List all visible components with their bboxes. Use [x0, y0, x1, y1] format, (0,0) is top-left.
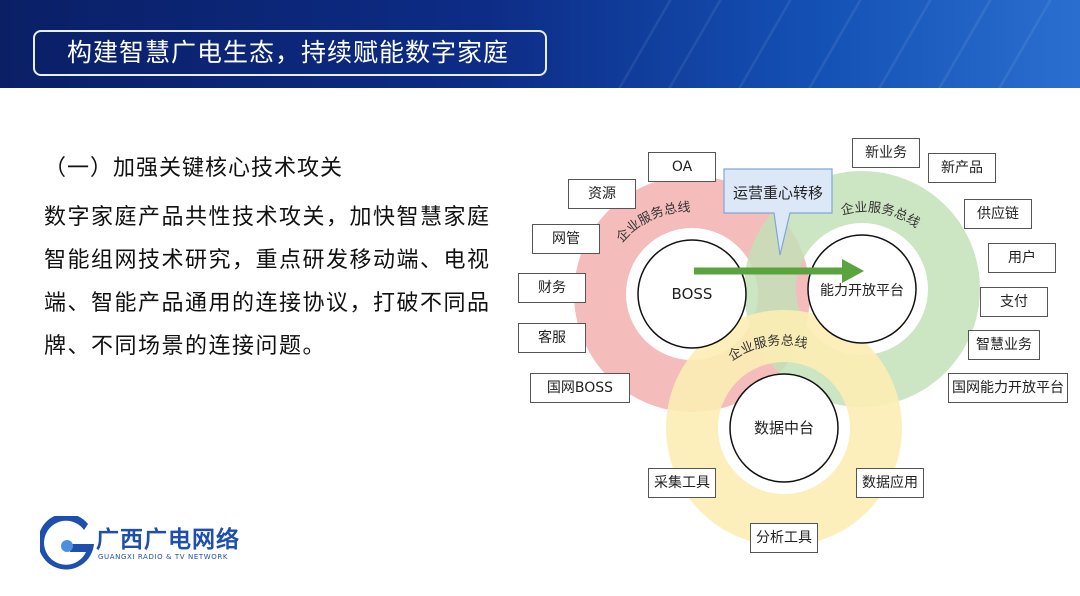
- header-band: 构建智慧广电生态，持续赋能数字家庭: [0, 0, 1080, 88]
- item-payment: 支付: [980, 287, 1048, 317]
- circle-data: [729, 373, 839, 483]
- paragraph-line: 数字家庭产品共性技术攻关，加快智慧家庭: [44, 205, 491, 230]
- logo-subtitle: GUANGXI RADIO & TV NETWORK: [98, 553, 229, 561]
- item-network-mgmt: 网管: [532, 224, 600, 254]
- circle-boss: [637, 239, 747, 349]
- item-data-apps: 数据应用: [856, 468, 924, 498]
- arrow-head: [842, 259, 864, 283]
- item-users: 用户: [988, 243, 1056, 273]
- item-finance: 财务: [518, 273, 586, 303]
- ring-bottom: [666, 310, 902, 546]
- item-supply-chain: 供应链: [964, 199, 1032, 229]
- item-state-grid-boss: 国网BOSS: [530, 373, 630, 403]
- company-logo: 广西广电网络 GUANGXI RADIO & TV NETWORK: [40, 516, 260, 576]
- item-oa: OA: [648, 152, 716, 182]
- item-resources: 资源: [568, 179, 636, 209]
- item-customer-service: 客服: [518, 323, 586, 353]
- item-analysis-tools: 分析工具: [750, 523, 818, 553]
- architecture-diagram: 企业服务总线 企业服务总线 企业服务总线 BOSS 能力开放平台 数据中台 运营…: [512, 125, 1080, 565]
- item-new-products: 新产品: [928, 153, 996, 183]
- boss-label: BOSS: [672, 285, 713, 303]
- item-smart-business: 智慧业务: [968, 330, 1040, 360]
- item-collection-tools: 采集工具: [648, 468, 716, 498]
- item-state-grid-platform: 国网能力开放平台: [948, 373, 1068, 403]
- section-heading: （一）加强关键核心技术攻关: [44, 156, 344, 181]
- paragraph-line: 智能组网技术研究，重点研发移动端、电视: [44, 248, 491, 273]
- paragraph-line: 牌、不同场景的连接问题。: [44, 334, 327, 359]
- page-title: 构建智慧广电生态，持续赋能数字家庭: [33, 30, 547, 76]
- item-new-business: 新业务: [852, 138, 920, 168]
- callout-text: 运营重心转移: [733, 184, 823, 202]
- body-paragraph: 数字家庭产品共性技术攻关，加快智慧家庭 智能组网技术研究，重点研发移动端、电视 …: [44, 196, 504, 368]
- circle-capability: [807, 234, 917, 344]
- logo-name: 广西广电网络: [96, 527, 240, 553]
- capability-label: 能力开放平台: [820, 283, 904, 299]
- callout-bubble: [723, 168, 833, 256]
- logo-mark-icon: [40, 516, 94, 570]
- diagram-rings: 企业服务总线 企业服务总线 企业服务总线 BOSS 能力开放平台 数据中台 运营…: [574, 168, 980, 546]
- data-platform-label: 数据中台: [754, 419, 814, 437]
- paragraph-line: 端、智能产品通用的连接协议，打破不同品: [44, 291, 491, 316]
